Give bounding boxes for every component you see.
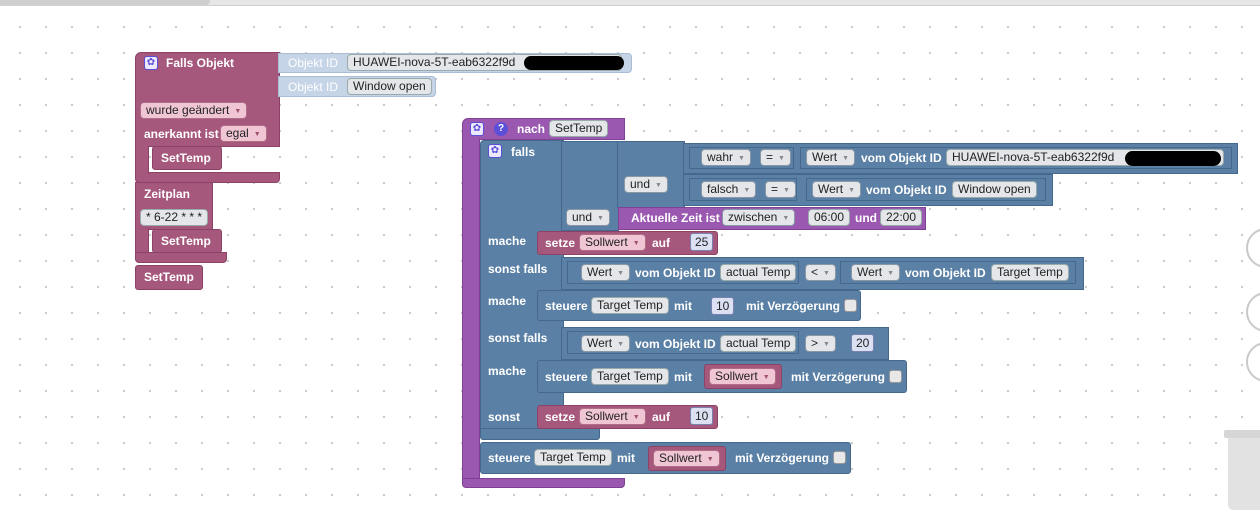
time-to-field[interactable]: 22:00 <box>880 209 923 226</box>
steuere-label-3: steuere <box>545 370 588 384</box>
do3-obj-field[interactable]: Target Temp <box>591 368 669 385</box>
zoom-in-control[interactable] <box>1246 292 1260 332</box>
redaction-2 <box>1125 151 1221 166</box>
ack-label: anerkannt ist <box>144 127 219 141</box>
ack-dropdown[interactable]: egal▼ <box>220 125 267 142</box>
elseif2-prop-a-dropdown[interactable]: Wert▼ <box>581 335 631 352</box>
cond2-left-dropdown[interactable]: falsch▼ <box>701 181 757 198</box>
elseif1-prop-a-dropdown[interactable]: Wert▼ <box>581 264 631 281</box>
zoom-reset-control[interactable] <box>1246 228 1260 268</box>
time-op-dropdown[interactable]: zwischen▼ <box>722 209 796 226</box>
elseif2-obj-a-field[interactable]: actual Temp <box>720 335 797 352</box>
else-label: sonst <box>488 410 521 424</box>
delay-label-2: mit Verzögerung <box>746 299 841 313</box>
elseif1-obj-a-field[interactable]: actual Temp <box>720 264 797 281</box>
cond1-left-dropdown[interactable]: wahr▼ <box>701 149 751 166</box>
settemp-call-1-label: SetTemp <box>161 151 211 165</box>
var-dropdown-1[interactable]: Sollwert▼ <box>579 234 646 251</box>
settemp-call-2[interactable] <box>152 229 222 253</box>
cond1-from-obj: vom Objekt ID <box>861 151 942 165</box>
time-and: und <box>855 211 877 225</box>
settemp-call-2-label: SetTemp <box>161 234 211 248</box>
auf-label-else: auf <box>652 410 670 424</box>
mit-label-final: mit <box>617 451 635 465</box>
if-label: falls <box>511 145 536 159</box>
trash-icon[interactable] <box>1224 430 1260 510</box>
elseif2-op-dropdown[interactable]: >▼ <box>805 335 836 352</box>
mache-label-1: mache <box>488 234 527 248</box>
cond2-op-dropdown[interactable]: =▼ <box>765 181 796 198</box>
editor-tab[interactable] <box>0 0 210 5</box>
delay-label-3: mit Verzögerung <box>791 370 886 384</box>
time-from-field[interactable]: 06:00 <box>808 209 851 226</box>
elseif1-op-dropdown[interactable]: <▼ <box>805 264 836 281</box>
and-dropdown-2[interactable]: und▼ <box>566 209 610 226</box>
steuere-label-final: steuere <box>488 451 531 465</box>
var-dropdown-final[interactable]: Sollwert▼ <box>653 450 720 467</box>
steuere-label-2: steuere <box>545 299 588 313</box>
time-label: Aktuelle Zeit ist <box>631 211 720 225</box>
changed-dropdown[interactable]: wurde geändert▼ <box>140 102 248 119</box>
object-id-field-2[interactable]: Window open <box>347 78 432 95</box>
cond1-op-dropdown[interactable]: =▼ <box>760 149 791 166</box>
var-dropdown-else[interactable]: Sollwert▼ <box>579 408 646 425</box>
cond2-obj-field[interactable]: Window open <box>952 181 1037 198</box>
delay-checkbox-final[interactable] <box>833 451 846 464</box>
num-field-10a[interactable]: 10 <box>711 297 735 315</box>
mit-label-3: mit <box>674 370 692 384</box>
delay-checkbox-2[interactable] <box>844 299 857 312</box>
setze-label-else: setze <box>545 410 576 424</box>
settemp-standalone-call[interactable] <box>135 265 203 290</box>
num-field-20[interactable]: 20 <box>851 334 875 352</box>
delay-checkbox-3[interactable] <box>889 370 902 383</box>
do2-obj-field[interactable]: Target Temp <box>591 297 669 314</box>
gear-icon[interactable]: ✿ <box>144 56 158 70</box>
gear-icon[interactable]: ✿ <box>470 122 484 136</box>
cond2-prop-dropdown[interactable]: Wert▼ <box>812 181 862 198</box>
mache-label-3: mache <box>488 364 527 378</box>
function-header-prefix: nach <box>517 122 546 136</box>
var-dropdown-3[interactable]: Sollwert▼ <box>709 368 776 385</box>
setze-label-1: setze <box>545 236 576 250</box>
num-field-10b[interactable]: 10 <box>690 407 714 425</box>
event-title: Falls Objekt <box>166 56 235 70</box>
top-bar <box>0 0 1260 6</box>
settemp-call-1[interactable] <box>152 146 222 170</box>
elseif1-prop-b-dropdown[interactable]: Wert▼ <box>851 264 901 281</box>
elseif2-from-a: vom Objekt ID <box>635 337 716 351</box>
elseif1-obj-b-field[interactable]: Target Temp <box>991 264 1069 281</box>
object-id-label-1: Objekt ID <box>288 56 339 70</box>
schedule-title: Zeitplan <box>144 187 191 201</box>
elseif1-from-b: vom Objekt ID <box>905 266 986 280</box>
object-id-label-2: Objekt ID <box>288 80 339 94</box>
mit-label-2: mit <box>674 299 692 313</box>
cond1-prop-dropdown[interactable]: Wert▼ <box>806 149 856 166</box>
elseif1-from-a: vom Objekt ID <box>635 266 716 280</box>
num-field-25[interactable]: 25 <box>690 233 714 251</box>
delay-label-final: mit Verzögerung <box>735 451 830 465</box>
cron-field[interactable]: * 6-22 * * * <box>140 209 209 226</box>
settemp-standalone-label: SetTemp <box>144 270 194 284</box>
zoom-out-control[interactable] <box>1246 342 1260 382</box>
cond2-from-obj: vom Objekt ID <box>866 183 947 197</box>
gear-icon[interactable]: ✿ <box>488 144 502 158</box>
auf-label-1: auf <box>652 236 670 250</box>
function-name-field[interactable]: SetTemp <box>549 120 609 137</box>
help-icon[interactable]: ? <box>494 122 508 136</box>
and-dropdown-1[interactable]: und▼ <box>624 176 668 193</box>
mache-label-2: mache <box>488 294 527 308</box>
else-if-label-2: sonst falls <box>488 331 548 345</box>
final-obj-field[interactable]: Target Temp <box>534 449 612 466</box>
else-if-label-1: sonst falls <box>488 262 548 276</box>
redaction-1 <box>524 56 624 70</box>
